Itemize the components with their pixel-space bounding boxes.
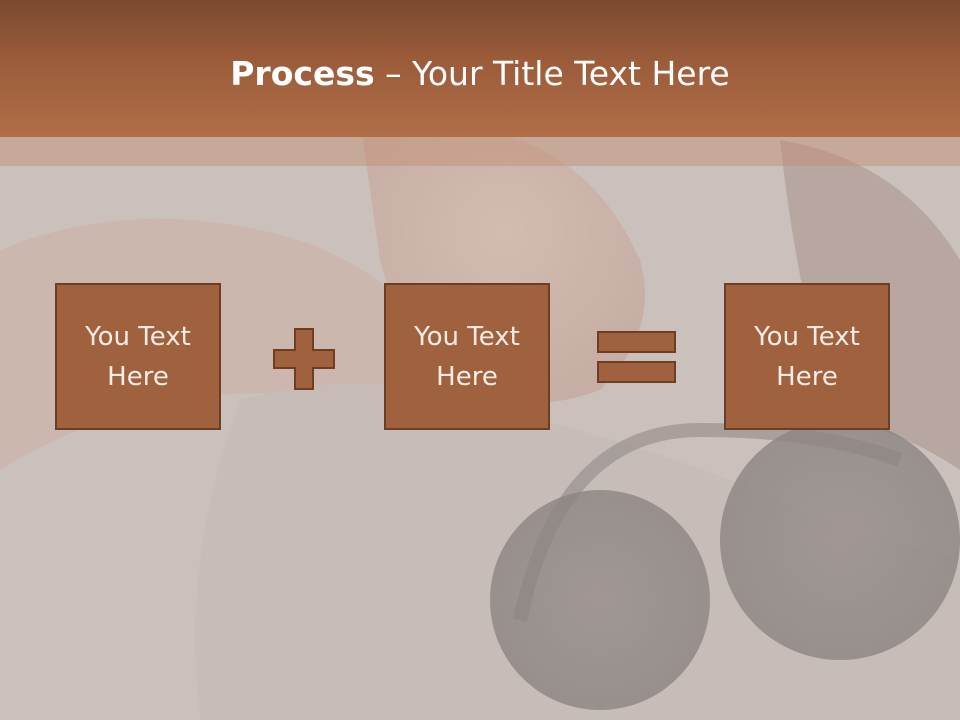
process-box-3[interactable]: You Text Here	[724, 283, 890, 430]
plus-icon	[273, 328, 335, 394]
process-box-1[interactable]: You Text Here	[55, 283, 221, 430]
process-box-2[interactable]: You Text Here	[384, 283, 550, 430]
process-box-3-text: You Text Here	[754, 321, 860, 392]
process-box-1-text: You Text Here	[85, 321, 191, 392]
header-shadow-band	[0, 137, 960, 166]
equals-icon	[597, 331, 677, 389]
slide-title: Process – Your Title Text Here	[0, 52, 960, 96]
process-box-2-text: You Text Here	[414, 321, 520, 392]
title-rest-part: – Your Title Text Here	[374, 54, 730, 93]
title-bold-part: Process	[230, 54, 375, 93]
title-bar: Process – Your Title Text Here	[0, 0, 960, 137]
